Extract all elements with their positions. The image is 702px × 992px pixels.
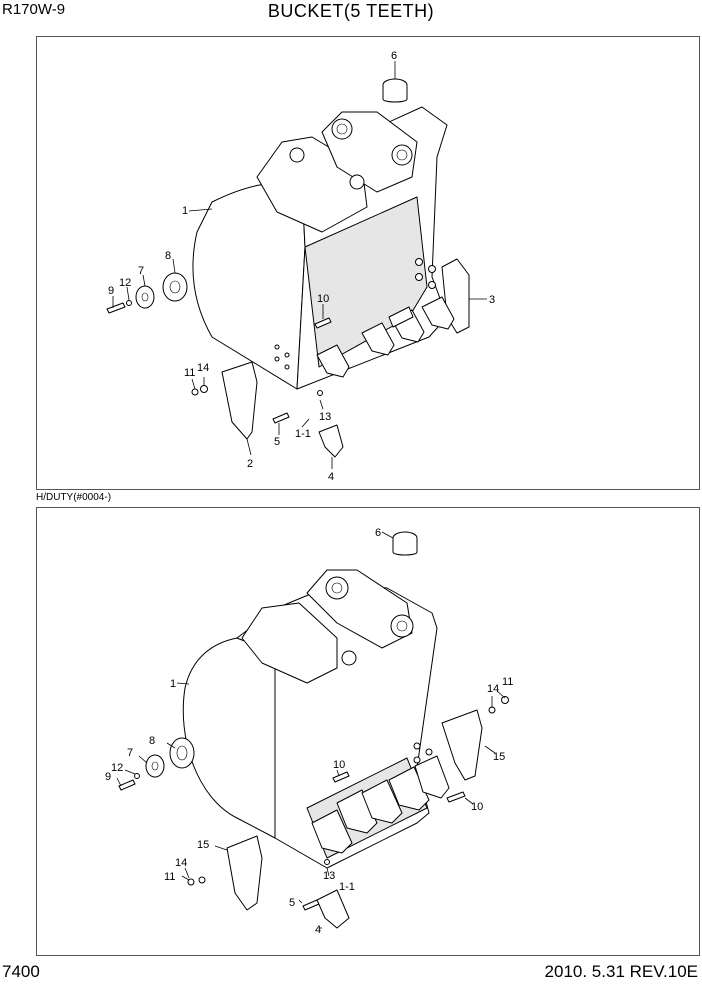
side-cutter-right bbox=[441, 709, 483, 781]
callout-10: 10 bbox=[333, 759, 345, 771]
callout-15b: 15 bbox=[197, 839, 209, 851]
callout-7: 7 bbox=[138, 265, 144, 277]
callout-4: 4 bbox=[328, 471, 334, 483]
bucket-exploded-view-heavy-duty: 6 1 8 7 12 9 10 14 11 15 10 15 14 11 13 … bbox=[105, 527, 513, 936]
pin-6 bbox=[392, 531, 418, 556]
callout-15: 15 bbox=[493, 751, 505, 763]
bolt-10 bbox=[314, 317, 332, 329]
shim-group bbox=[106, 272, 188, 314]
callout-6: 6 bbox=[375, 527, 381, 539]
shim-group bbox=[118, 737, 195, 791]
bucket-exploded-view-standard: 6 1 8 7 12 9 10 3 14 11 13 5 1-1 2 4 bbox=[106, 50, 495, 483]
callout-1: 1 bbox=[170, 678, 176, 690]
callout-13: 13 bbox=[323, 870, 335, 882]
callout-8: 8 bbox=[165, 250, 171, 262]
callout-4: 4 bbox=[315, 924, 321, 936]
callout-11b: 11 bbox=[164, 871, 175, 883]
pin-5 bbox=[302, 899, 320, 911]
callout-9: 9 bbox=[105, 771, 111, 783]
callout-8: 8 bbox=[149, 735, 155, 747]
page-number: 7400 bbox=[2, 962, 40, 981]
callout-5: 5 bbox=[289, 897, 295, 909]
page-title: BUCKET(5 TEETH) bbox=[267, 1, 435, 21]
side-cutter-left bbox=[221, 361, 258, 440]
callout-12: 12 bbox=[119, 277, 131, 289]
callout-6: 6 bbox=[391, 50, 397, 62]
diagram-panel-heavy-duty: 6 1 8 7 12 9 10 14 11 15 10 15 14 11 13 … bbox=[36, 507, 700, 956]
model-number: R170W-9 bbox=[2, 1, 66, 18]
callout-11: 11 bbox=[502, 676, 513, 688]
diagram-panel-standard: 6 1 8 7 12 9 10 3 14 11 13 5 1-1 2 4 bbox=[36, 36, 700, 490]
bucket-body bbox=[182, 637, 276, 839]
callout-10: 10 bbox=[317, 293, 329, 305]
callout-9: 9 bbox=[108, 285, 114, 297]
callout-14: 14 bbox=[197, 362, 209, 374]
callout-14: 14 bbox=[487, 683, 499, 695]
pin-6 bbox=[382, 78, 408, 103]
side-cutter-left bbox=[226, 835, 263, 911]
callout-1-1: 1-1 bbox=[339, 881, 355, 893]
callout-12: 12 bbox=[111, 762, 123, 774]
tooth-4 bbox=[316, 889, 350, 929]
callout-1: 1 bbox=[182, 205, 188, 217]
teeth-row bbox=[311, 755, 450, 854]
callout-11: 11 bbox=[184, 367, 195, 379]
callout-7: 7 bbox=[127, 747, 133, 759]
variant-label: H/DUTY(#0004-) bbox=[36, 492, 112, 503]
callout-3: 3 bbox=[489, 294, 495, 306]
callout-10b: 10 bbox=[471, 801, 483, 813]
bolt-10b bbox=[446, 791, 466, 803]
callout-13: 13 bbox=[319, 411, 331, 423]
callout-14b: 14 bbox=[175, 857, 187, 869]
boss-plate-left bbox=[241, 602, 338, 684]
callout-5: 5 bbox=[274, 436, 280, 448]
bucket-inner bbox=[304, 196, 428, 368]
bolt-10 bbox=[332, 771, 350, 783]
revision-date: 2010. 5.31 REV.10E bbox=[544, 962, 698, 981]
teeth-row bbox=[316, 296, 455, 378]
callout-2: 2 bbox=[247, 458, 253, 470]
pin-5 bbox=[272, 412, 290, 424]
tooth-4 bbox=[318, 424, 344, 458]
callout-1-1: 1-1 bbox=[295, 428, 311, 440]
